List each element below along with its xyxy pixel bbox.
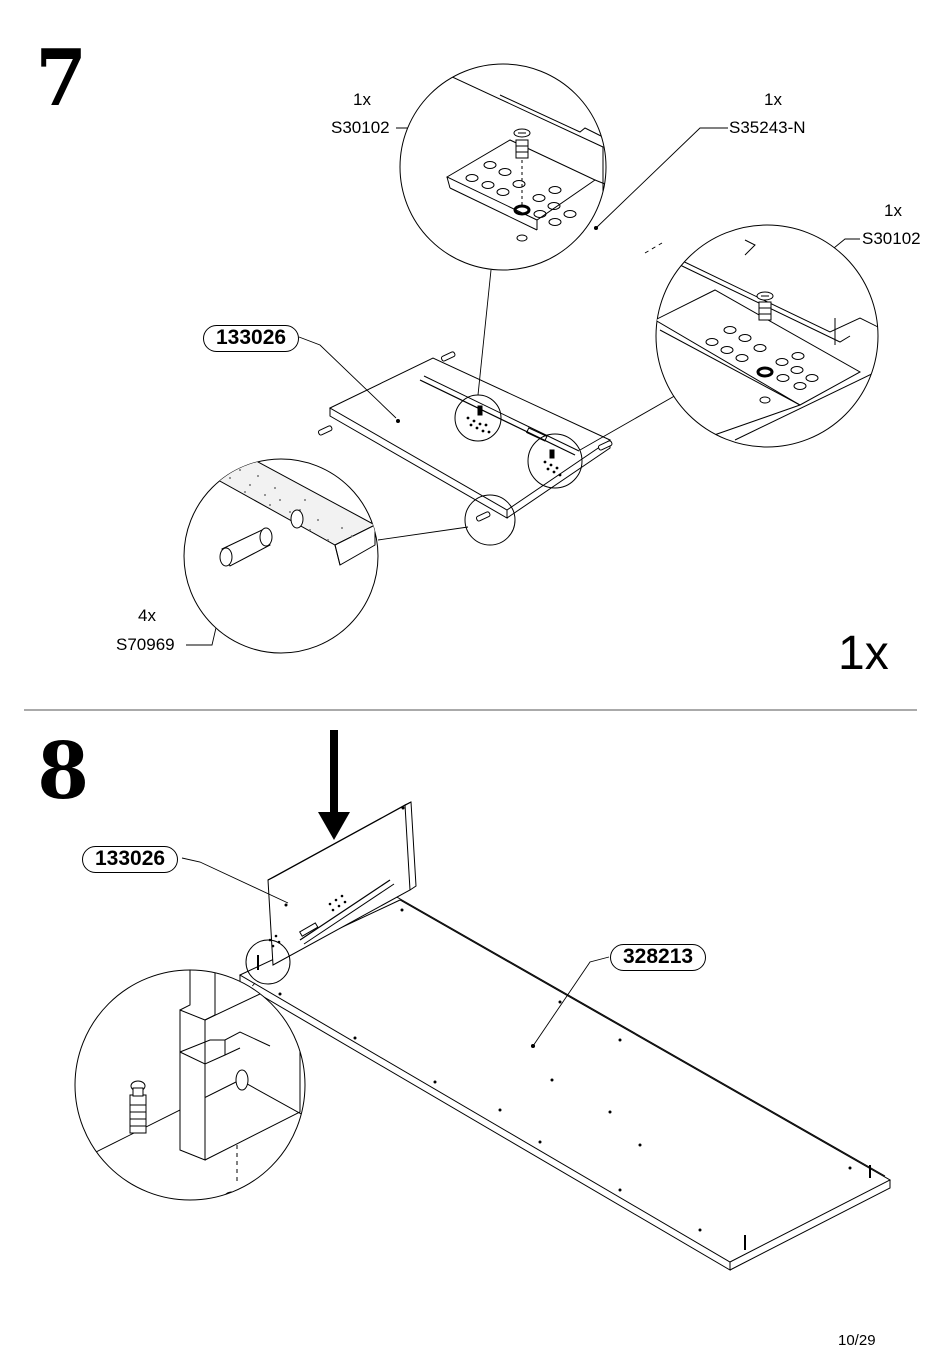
detail-circle-top [399,63,607,271]
callout-part-s70969: S70969 [116,635,175,654]
detail-circle-right [655,224,879,448]
step7-dowels [317,351,613,522]
callout-qty-s70969: 4x [138,606,156,625]
part-badge-133026-step7: 133026 [203,325,300,353]
callout-part-s35243: S35243-N [729,118,806,137]
callout-part-s30102-top: S30102 [331,118,390,137]
callout-qty-s35243: 1x [764,90,782,109]
step-8-number: 8 [37,726,89,817]
step-7-quantity: 1x [838,627,889,680]
part-badge-328213: 328213 [610,944,707,972]
page-number: 10/29 [838,1332,876,1349]
step8-upright-panel [245,801,417,985]
detail-circle-dowel [183,458,379,654]
step-7-number: 7 [35,33,87,124]
part-badge-133026-step8: 133026 [82,846,179,874]
step8-base-panel [238,895,892,1271]
callout-part-s30102-right: S30102 [862,229,921,248]
down-arrow [318,730,350,840]
callout-qty-s30102-top: 1x [353,90,371,109]
detail-circle-step8 [74,969,306,1201]
step7-panel [328,357,612,546]
callout-qty-s30102-right: 1x [884,201,902,220]
